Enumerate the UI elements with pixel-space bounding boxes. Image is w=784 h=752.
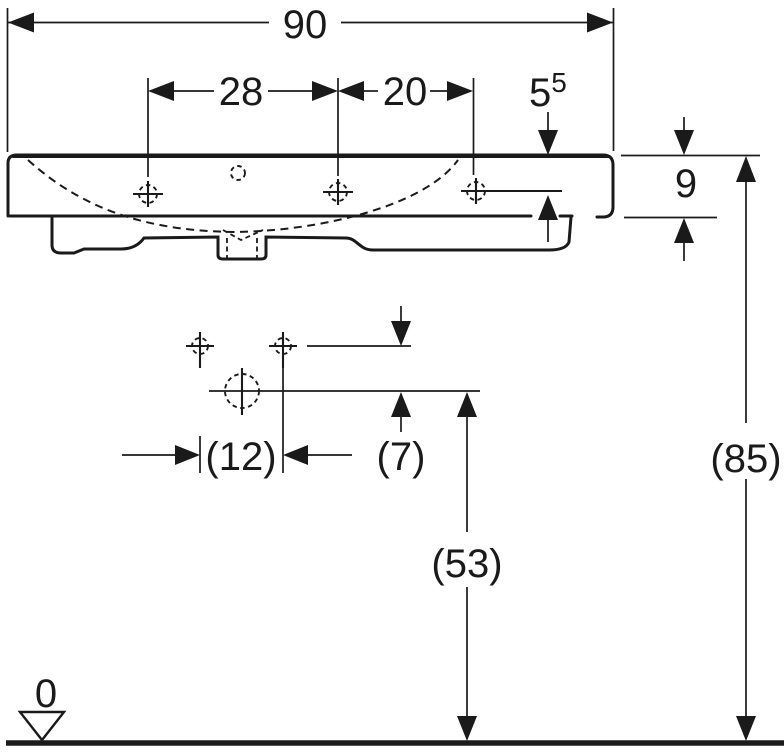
drain-funnel-dashed: [222, 229, 264, 242]
dim-fixing-pitch: (12): [122, 435, 352, 479]
fixing-hole-left: [186, 332, 214, 368]
basin-body-outline: [6, 153, 615, 219]
arrowhead: [587, 12, 613, 33]
dim-fixing-pitch-label: (12): [205, 435, 276, 479]
bowl-contour-dashed: [27, 159, 459, 234]
dim-rim-thickness: 9: [621, 117, 760, 261]
dim-rim-height-label: (85): [710, 437, 781, 481]
dim-outlet-height: (53): [431, 392, 503, 741]
dim-rim-thickness-label: 9: [675, 162, 697, 206]
dim-pitch-right-label: 20: [383, 70, 428, 114]
arrowhead: [391, 392, 411, 417]
arrowhead: [283, 445, 308, 465]
arrowhead: [457, 392, 477, 417]
basin-front-view: [6, 153, 615, 261]
dim-tap-hole-setback: 55: [529, 67, 567, 242]
tap-hole-right: [461, 178, 562, 204]
floor-datum-label: 0: [35, 672, 57, 716]
arrowhead: [338, 81, 364, 101]
arrowhead: [148, 81, 174, 101]
arrowhead: [674, 130, 694, 155]
arrowhead: [8, 12, 34, 33]
overflow-hole: [230, 165, 246, 181]
dim-tap-hole-pitches: 28 20: [147, 70, 475, 177]
dim-setback-main: 5: [529, 71, 551, 115]
arrowhead: [457, 716, 477, 741]
datum-triangle-icon: [17, 710, 67, 742]
fixing-hole-right: [269, 332, 297, 368]
floor-datum: 0: [6, 672, 784, 746]
dim-setback-label: 55: [529, 67, 567, 115]
arrowhead: [736, 716, 756, 741]
tap-hole-center: [323, 179, 353, 205]
arrowhead: [175, 445, 200, 465]
dim-overall-width: 90: [6, 3, 615, 152]
arrowhead: [538, 130, 558, 155]
dim-rim-height: (85): [710, 156, 782, 741]
arrowhead: [674, 218, 694, 243]
arrowhead: [391, 321, 411, 346]
arrowhead: [312, 81, 338, 101]
dim-fixing-outlet-offset-label: (7): [377, 435, 426, 479]
dim-outlet-height-label: (53): [431, 542, 502, 586]
arrowhead: [447, 81, 473, 101]
arrowhead: [538, 195, 558, 220]
basin-skirt-outline: [50, 215, 573, 261]
dim-fixing-outlet-offset: (7): [377, 306, 426, 479]
dim-overall-width-label: 90: [283, 3, 328, 47]
tap-hole-left: [133, 181, 163, 207]
arrowhead: [736, 156, 756, 182]
dim-setback-sup: 5: [551, 67, 567, 98]
dim-pitch-left-label: 28: [219, 70, 264, 114]
outlet-hole-circle: [224, 373, 260, 409]
outlet-hole: [209, 368, 480, 415]
fixing-and-outlet-holes: [186, 332, 480, 473]
